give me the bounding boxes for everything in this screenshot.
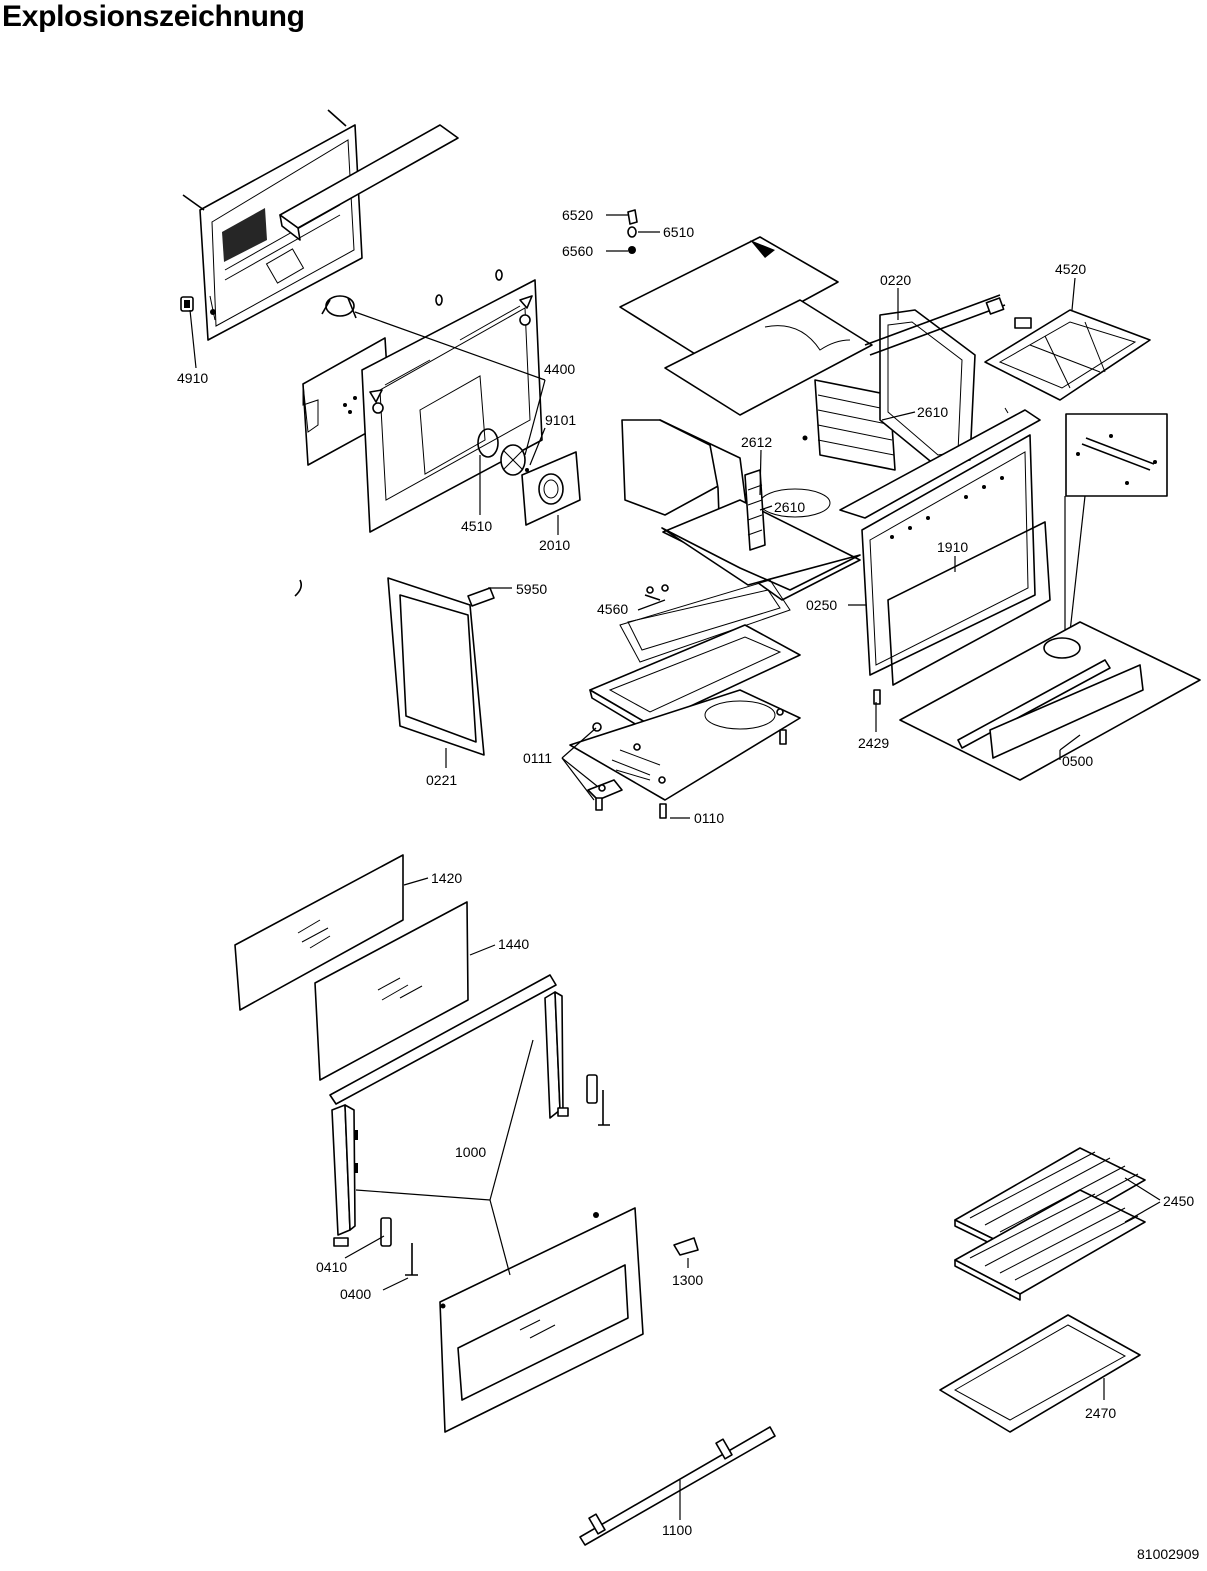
callout-0250: 0250 <box>806 597 837 613</box>
bottom-plinth-0500 <box>899 621 1201 781</box>
callout-1440: 1440 <box>498 936 529 952</box>
hinges-right <box>557 1074 610 1126</box>
callout-9101: 9101 <box>545 412 576 428</box>
floor-plate <box>569 689 801 801</box>
callout-labels: 6520 6510 6560 0220 4520 4910 4400 9101 … <box>177 207 1194 1538</box>
glass-1440 <box>314 901 469 1081</box>
callout-6560: 6560 <box>562 243 593 259</box>
lamp-5950 <box>467 587 495 607</box>
hinges-left-0410-0400 <box>333 1217 418 1276</box>
baking-tray-2470 <box>939 1314 1141 1433</box>
callout-2612: 2612 <box>741 434 772 450</box>
hook-wire <box>294 579 302 597</box>
document-number: 81002909 <box>1137 1546 1200 1562</box>
leader-lines <box>189 214 1161 1520</box>
bottom-heater-4560 <box>619 579 791 663</box>
side-rack-2610 <box>802 379 896 471</box>
part-2429 <box>873 689 881 705</box>
callout-1420: 1420 <box>431 870 462 886</box>
top-insulation-sheet <box>619 236 839 358</box>
callout-1100: 1100 <box>662 1522 692 1538</box>
top-cavity-plate <box>664 299 873 416</box>
callout-0400: 0400 <box>340 1286 371 1302</box>
fan-grille-2010 <box>521 451 581 526</box>
callout-4520: 4520 <box>1055 261 1086 277</box>
fan-blade-9101 <box>500 444 529 476</box>
callout-0221: 0221 <box>426 772 457 788</box>
door-outer-panel <box>439 1207 644 1433</box>
door-top-rail <box>329 974 557 1105</box>
part-4910 <box>180 296 194 312</box>
part-1300 <box>673 1237 699 1256</box>
top-trim-strip <box>279 124 459 241</box>
callout-2610-lower: 2610 <box>774 499 805 515</box>
callout-2429: 2429 <box>858 735 889 751</box>
callout-4510: 4510 <box>461 518 492 534</box>
door-seal-0221 <box>387 577 485 756</box>
circular-heater-4510 <box>477 428 499 458</box>
glass-1420 <box>234 854 404 1011</box>
handle-detail-box <box>1065 413 1168 497</box>
callout-4560: 4560 <box>597 601 628 617</box>
cavity-floor <box>661 527 861 591</box>
callout-6510: 6510 <box>663 224 694 240</box>
door-handle-1100 <box>579 1426 776 1546</box>
callout-6520: 6520 <box>562 207 593 223</box>
callout-0111: 0111 <box>523 750 552 766</box>
callout-5950: 5950 <box>516 581 547 597</box>
callout-2610-upper: 2610 <box>917 404 948 420</box>
top-heater-4520 <box>864 294 1151 401</box>
callout-2010: 2010 <box>539 537 570 553</box>
door-seal-1910 <box>887 521 1051 686</box>
fan-cover-plate <box>361 269 543 533</box>
callout-4910: 4910 <box>177 370 208 386</box>
floor-clips-0111 <box>587 729 787 819</box>
callout-2450: 2450 <box>1163 1193 1194 1209</box>
callout-0220: 0220 <box>880 272 911 288</box>
page-title: Explosionszeichnung <box>2 0 305 33</box>
callout-0410: 0410 <box>316 1259 347 1275</box>
callout-4400: 4400 <box>544 361 575 377</box>
fan-motor <box>321 295 357 319</box>
rear-panel <box>182 109 363 341</box>
front-frame-0250 <box>839 407 1041 676</box>
door-side-rail-left <box>331 1104 358 1236</box>
callout-1000: 1000 <box>455 1144 486 1160</box>
callout-2470: 2470 <box>1085 1405 1116 1421</box>
callout-0110: 0110 <box>694 810 724 826</box>
door-side-rail-right <box>544 991 564 1119</box>
callout-0500: 0500 <box>1062 753 1093 769</box>
wire-rack-2450-bottom <box>954 1189 1146 1301</box>
callout-1300: 1300 <box>672 1272 703 1288</box>
callout-1910: 1910 <box>937 539 968 555</box>
parts-65xx <box>627 209 638 254</box>
